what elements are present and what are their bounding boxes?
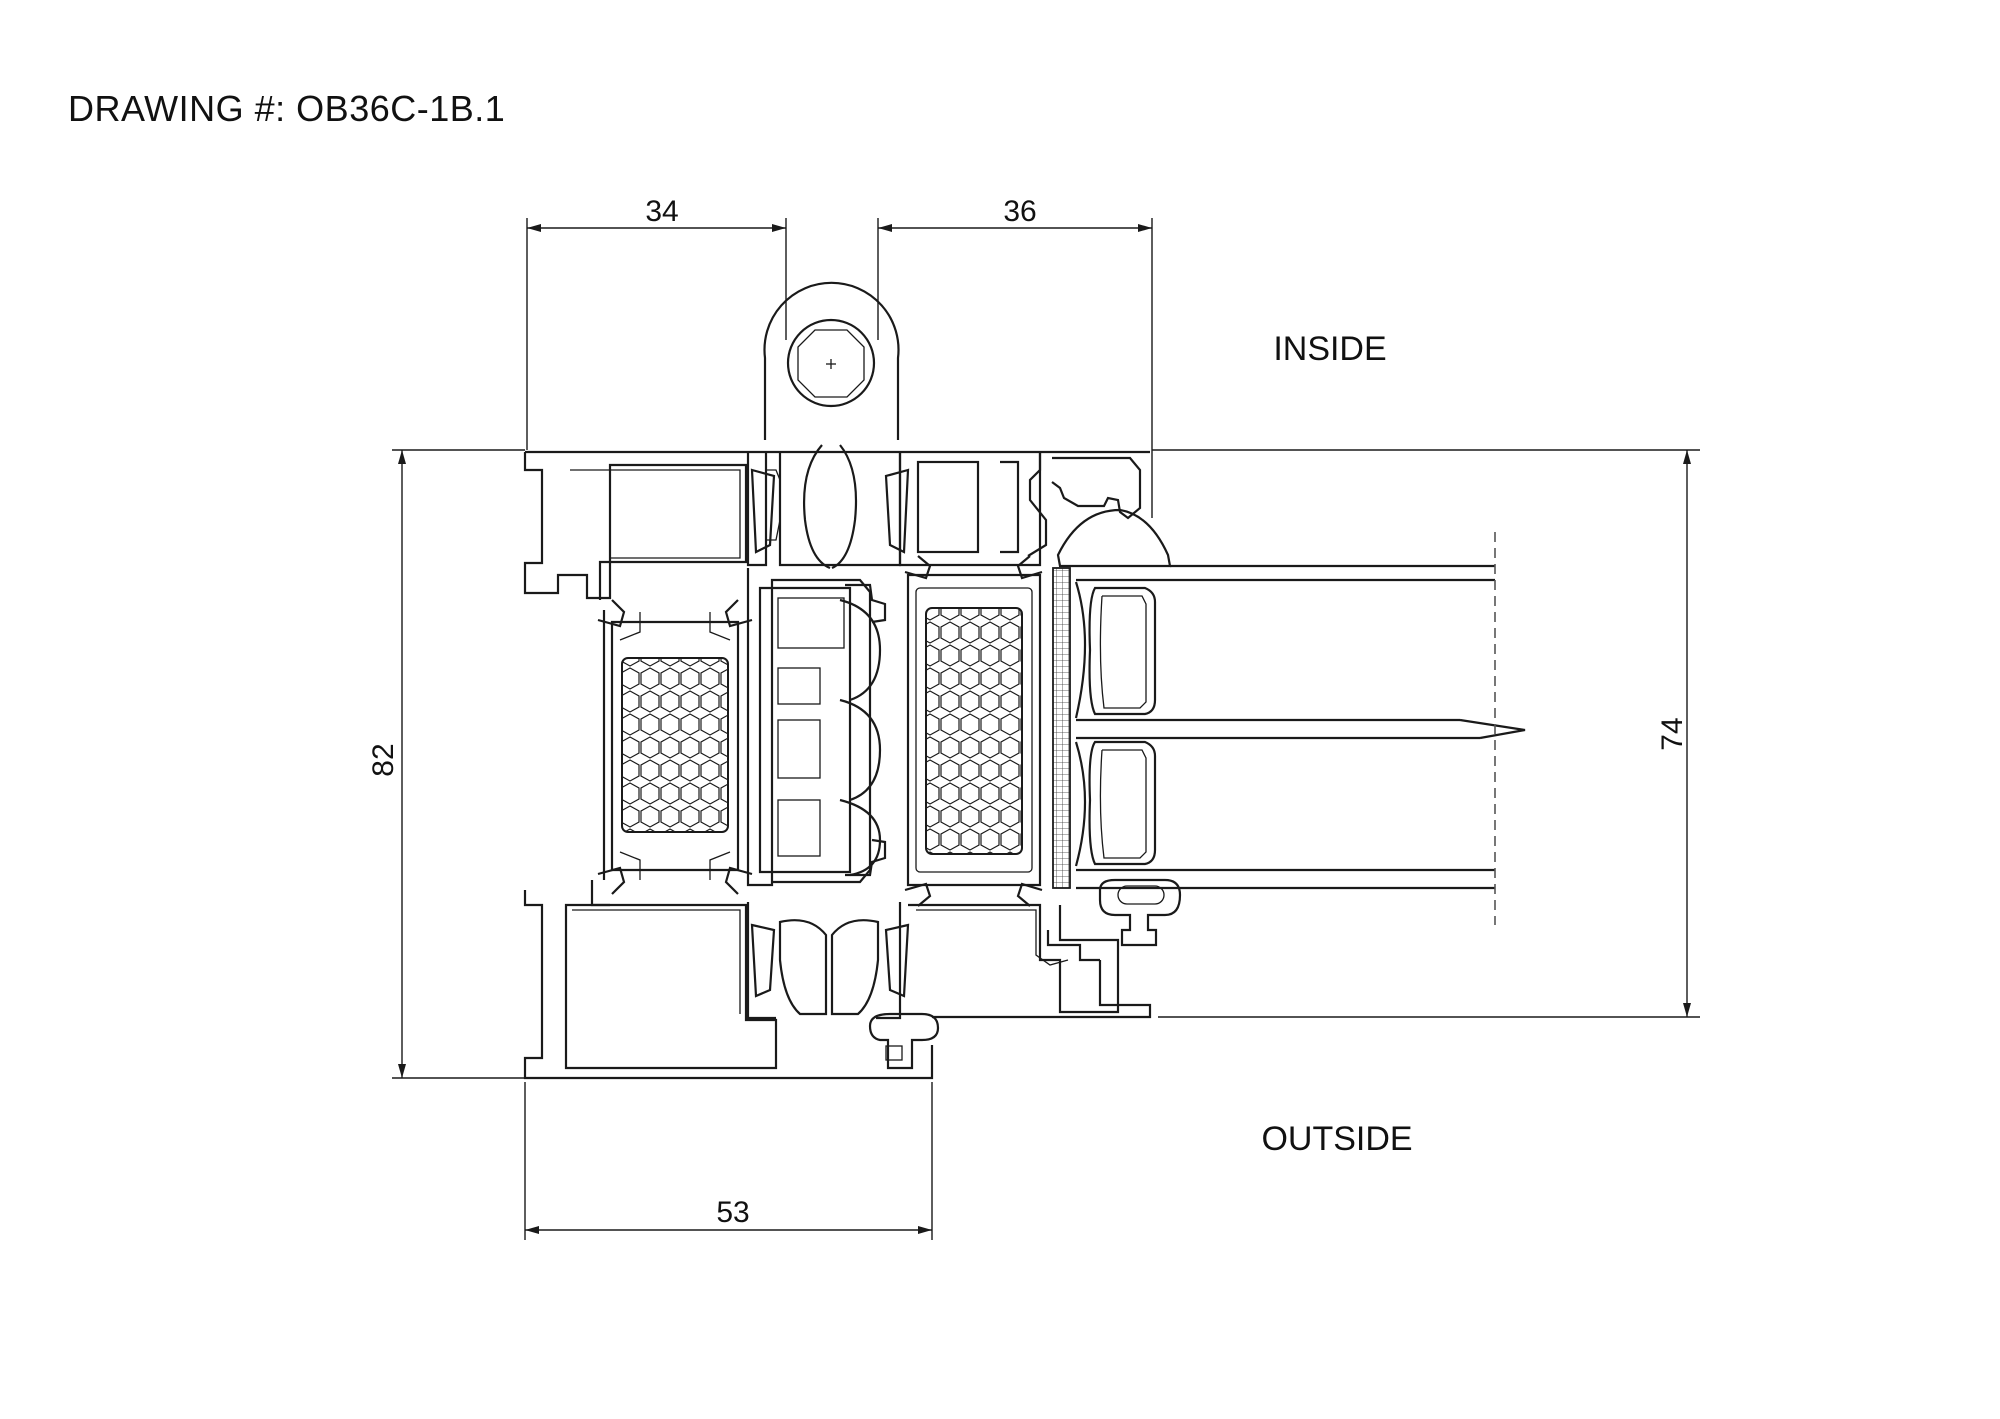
dimension-label-36: 36	[1003, 195, 1036, 228]
right-sash-profile	[898, 452, 1172, 1019]
thermal-break-strips	[746, 444, 910, 1020]
dimension-label-82: 82	[367, 743, 400, 776]
sash-core-profile	[746, 568, 887, 887]
handle-rosette	[763, 281, 900, 440]
glass-unit	[1052, 532, 1526, 925]
right-insulation-hex	[925, 607, 1023, 855]
drawing-title: DRAWING #: OB36C-1B.1	[68, 88, 506, 129]
bottom-gaskets	[868, 878, 1182, 1070]
dimension-left-height	[392, 449, 525, 1079]
inside-label: INSIDE	[1273, 330, 1386, 368]
dimension-label-34: 34	[645, 195, 678, 228]
dimension-label-53: 53	[716, 1196, 749, 1229]
dimension-right-height	[1152, 449, 1700, 1018]
outside-label: OUTSIDE	[1261, 1120, 1412, 1158]
dimension-top-left	[526, 218, 787, 450]
outer-frame-profile	[523, 450, 1150, 1080]
spacer-mesh	[1052, 567, 1071, 889]
left-insulation-hex	[621, 657, 729, 833]
dimension-top-right	[877, 218, 1153, 518]
dimension-bottom-width	[524, 1082, 933, 1240]
dimension-label-74: 74	[1656, 717, 1689, 750]
